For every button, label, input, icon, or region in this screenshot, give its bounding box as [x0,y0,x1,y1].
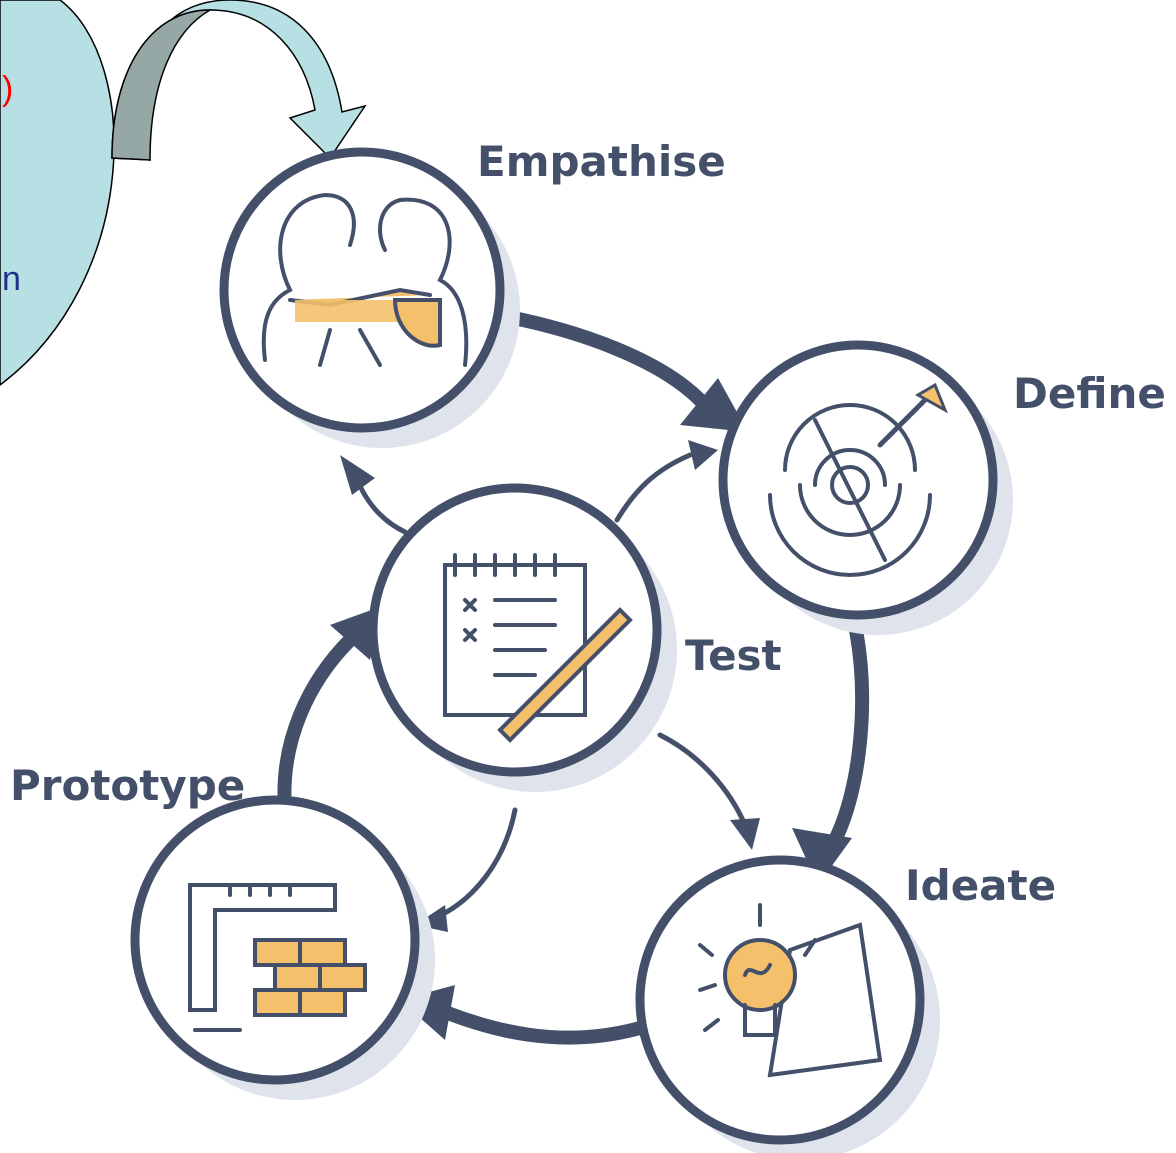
callout-bubble: ) n [0,0,115,386]
maze-with-arrow-icon [768,382,948,577]
node-define [718,340,1013,635]
node-ideate [635,855,940,1153]
curved-arrow-icon [111,0,367,161]
cycle-arrows [277,308,870,1045]
label-prototype: Prototype [10,761,245,810]
checklist-and-pencil-icon [443,553,633,743]
label-define: Define [1013,369,1166,418]
label-empathise: Empathise [477,137,726,186]
lightbulb-idea-icon [698,903,883,1078]
label-test: Test [685,631,782,680]
callout-fragment-red: ) [2,70,13,108]
label-ideate: Ideate [905,861,1056,910]
node-prototype [130,795,435,1100]
node-empathise [219,147,520,448]
ruler-and-bricks-icon [188,883,367,1032]
callout-fragment-blue: n [2,260,21,298]
arrowheads [330,378,852,1040]
two-people-hugging-icon [261,192,469,367]
node-test [368,483,677,792]
